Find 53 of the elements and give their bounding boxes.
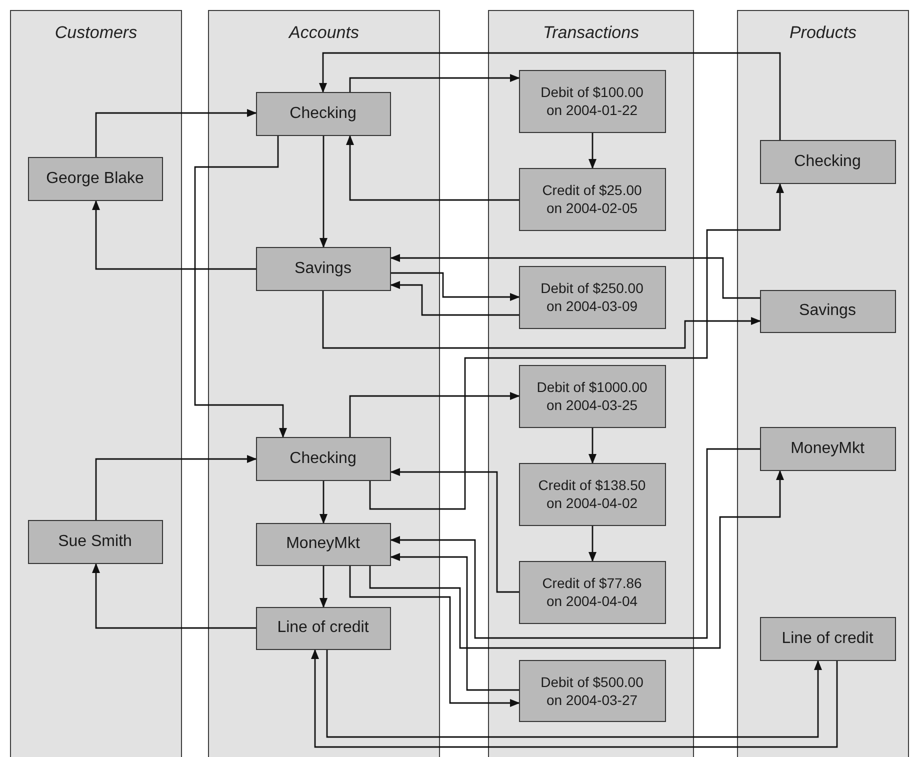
connector-arrow (311, 649, 838, 748)
swimlane-panel (737, 10, 909, 757)
record-box: Debit of $1000.00 on 2004-03-25 (518, 364, 666, 428)
connector-arrow (588, 428, 596, 464)
connector-arrow (320, 136, 328, 248)
record-box: MoneyMkt (760, 426, 896, 470)
record-box: George Blake (28, 156, 162, 200)
connector-arrow (390, 281, 519, 316)
record-box: Sue Smith (28, 520, 162, 564)
record-box: Savings (256, 246, 390, 290)
connector-arrow (349, 74, 520, 92)
connector-arrow (326, 650, 822, 738)
connector-arrow (349, 566, 520, 707)
record-box: Checking (256, 92, 390, 136)
connector-arrow (92, 200, 256, 270)
record-box: Credit of $77.86 on 2004-04-04 (518, 560, 666, 624)
connector-arrow (390, 254, 760, 299)
connector-arrow (369, 183, 784, 510)
connector-arrow (95, 455, 257, 520)
connector-arrow (390, 448, 760, 639)
lane-heading: Transactions (542, 23, 640, 43)
connector-arrow (588, 526, 596, 562)
connector-arrow (349, 392, 520, 437)
connector-arrow (390, 553, 519, 691)
connector-arrow (92, 563, 256, 629)
connector-arrow (320, 566, 328, 608)
connector-arrow (369, 470, 784, 649)
record-box: MoneyMkt (256, 522, 390, 566)
record-box: Checking (760, 140, 896, 184)
swimlane-panel (10, 10, 182, 757)
swimlane-panel (488, 10, 694, 757)
record-box: Credit of $138.50 on 2004-04-02 (518, 462, 666, 526)
record-box: Credit of $25.00 on 2004-02-05 (518, 168, 666, 230)
record-box: Debit of $500.00 on 2004-03-27 (518, 660, 666, 722)
connector-arrow (391, 272, 520, 301)
connector-arrow (322, 291, 761, 349)
connector-arrow (194, 136, 287, 438)
connector-arrow (588, 133, 596, 169)
connector-arrow (390, 468, 519, 593)
record-box: Line of credit (256, 606, 390, 650)
record-box: Debit of $100.00 on 2004-01-22 (518, 70, 666, 132)
connector-arrow (319, 52, 781, 140)
lane-heading: Products (789, 23, 857, 43)
record-box: Line of credit (760, 616, 896, 660)
swimlane-panel (208, 10, 440, 757)
connector-arrow (320, 481, 328, 524)
lane-heading: Accounts (289, 23, 359, 43)
record-box: Checking (256, 436, 390, 480)
connector-arrow (346, 135, 519, 201)
record-box: Savings (760, 290, 896, 332)
lane-heading: Customers (54, 23, 138, 43)
record-box: Debit of $250.00 on 2004-03-09 (518, 266, 666, 328)
connector-arrow (95, 109, 257, 157)
